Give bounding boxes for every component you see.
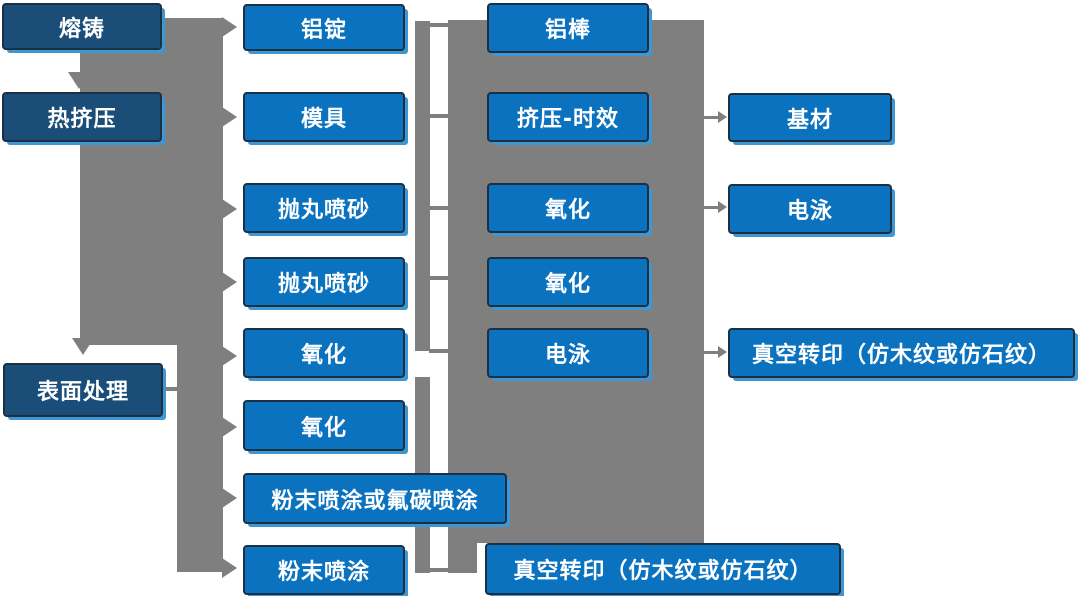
- connector-surface-link: [162, 387, 178, 391]
- node-rongzhu: 熔铸: [2, 3, 162, 50]
- node-zhenkong-right: 真空转印（仿木纹或仿石纹）: [728, 328, 1075, 378]
- arrow-rejiya-to-muju-icon: [222, 107, 237, 127]
- node-jiya-shixiao: 挤压-时效: [487, 92, 649, 142]
- tick-paowan2-yanghua: [429, 276, 449, 280]
- arrow-rongzhu-to-rejiya-icon: [68, 72, 90, 89]
- node-zhenkong-bottom: 真空转印（仿木纹或仿石纹）: [485, 543, 841, 595]
- tick-paowan1-yanghua: [429, 206, 449, 210]
- node-paowan-1: 抛丸喷砂: [243, 183, 405, 233]
- arrow-to-biaomianchuli-icon: [72, 338, 94, 355]
- arrow-jiya-to-jicai-icon: [718, 111, 727, 123]
- tick-muju-jiya: [429, 114, 449, 118]
- arrow-to-yanghua-row6-icon: [222, 417, 237, 437]
- node-dianyong-col3: 电泳: [487, 328, 649, 378]
- arrow-to-fenmo-icon: [222, 558, 237, 578]
- node-jicai: 基材: [728, 93, 892, 142]
- connector-left-block: [80, 18, 223, 345]
- node-fenmo: 粉末喷涂: [243, 545, 405, 595]
- node-yanghua-col3-a: 氧化: [487, 183, 649, 233]
- tick-fenmo-zhenkong: [429, 568, 449, 572]
- arrow-to-yanghua-row5-icon: [222, 346, 237, 366]
- arrow-jiya-to-jicai-line: [704, 116, 719, 119]
- connector-mid-band-upper: [415, 21, 430, 351]
- arrow-dianyong-to-zhenkong-line: [704, 351, 719, 354]
- node-yanghua-col2-a: 氧化: [243, 328, 405, 378]
- node-lvbang: 铝棒: [487, 3, 649, 53]
- arrow-to-fenmo-futan-icon: [222, 488, 237, 508]
- node-biaomianchuli: 表面处理: [3, 363, 163, 417]
- node-paowan-2: 抛丸喷砂: [243, 257, 405, 307]
- node-lvding: 铝锭: [243, 4, 405, 51]
- connector-left-lower-band: [177, 345, 223, 572]
- node-yanghua-col2-b: 氧化: [243, 400, 405, 451]
- arrow-rongzhu-to-lvding-icon: [222, 17, 237, 37]
- node-dianyong-col4: 电泳: [728, 184, 892, 234]
- node-fenmo-futan: 粉末喷涂或氟碳喷涂: [243, 473, 507, 524]
- node-rejiya: 热挤压: [2, 92, 162, 142]
- node-yanghua-col3-b: 氧化: [487, 257, 649, 307]
- tick-yanghua-dianyong: [429, 349, 449, 353]
- node-muju: 模具: [243, 92, 405, 142]
- arrow-to-paowan1-icon: [222, 199, 237, 219]
- tick-lvding-lvbang: [429, 23, 449, 27]
- arrow-yanghua-to-dianyong-icon: [718, 201, 727, 213]
- arrow-yanghua-to-dianyong-line: [704, 206, 719, 209]
- arrow-dianyong-to-zhenkong-icon: [718, 346, 727, 358]
- connector-column3-block-extension: [448, 543, 477, 573]
- arrow-to-paowan2-icon: [222, 272, 237, 292]
